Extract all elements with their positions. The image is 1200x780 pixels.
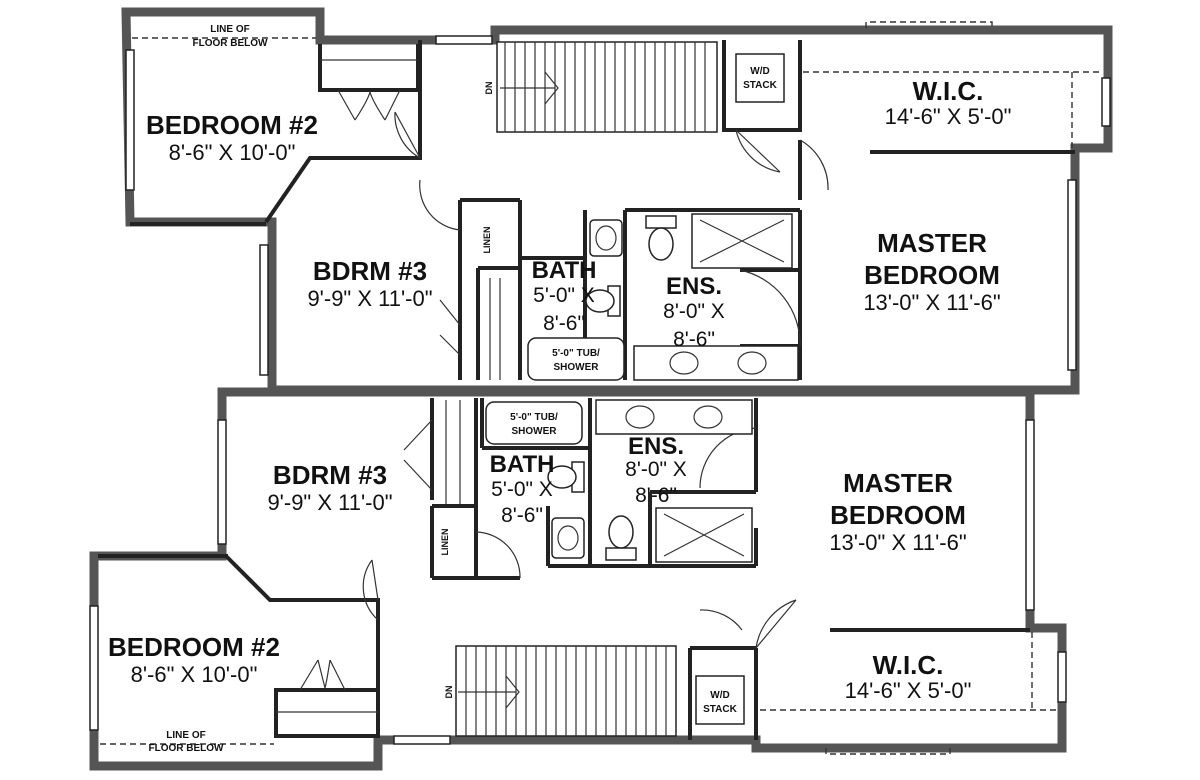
- room-size-master: 13'-0" X 11'-6": [829, 530, 966, 555]
- closet-door-icon: [299, 659, 346, 691]
- shower-icon: [655, 507, 753, 563]
- sink-icon: [589, 219, 623, 257]
- upper-unit: DN W/D STACK LINEN 5'-0" TUB/ SHOWER: [121, 7, 1113, 395]
- tub-label-1: 5'-0" TUB/: [552, 348, 600, 359]
- room-name-bath: BATH: [490, 451, 555, 478]
- linen-label: LINEN: [482, 227, 492, 254]
- stairs[interactable]: [455, 645, 677, 737]
- room-name-bdrm3: BDRM #3: [273, 460, 387, 490]
- vanity-icon: [595, 399, 753, 435]
- room-name-bedroom2: BEDROOM #2: [146, 110, 318, 140]
- room-name-bedroom2: BEDROOM #2: [108, 632, 280, 662]
- door-swing-icon: [699, 599, 797, 649]
- line-floor-label-2: FLOOR BELOW: [149, 743, 225, 754]
- room-name-master-2: BEDROOM: [864, 260, 1000, 290]
- room-size-bdrm3: 9'-9" X 11'-0": [307, 286, 432, 311]
- room-name-ens: ENS.: [628, 433, 684, 460]
- door-swing-icon: [419, 179, 801, 356]
- room-size-bath-2: 8'-6": [543, 312, 585, 335]
- toilet-icon: [547, 461, 585, 493]
- room-size-bath-1: 5'-0" X: [491, 478, 553, 501]
- window: [89, 419, 1067, 745]
- tub-label-2: SHOWER: [554, 362, 600, 373]
- room-size-master: 13'-0" X 11'-6": [863, 290, 1000, 315]
- room-size-bedroom2: 8'-6" X 10'-0": [169, 140, 296, 165]
- shower-icon: [691, 213, 793, 269]
- room-size-bath-1: 5'-0" X: [533, 284, 595, 307]
- vanity-icon: [633, 345, 799, 381]
- room-size-wic: 14'-6" X 5'-0": [845, 678, 972, 703]
- wd-label-2: STACK: [743, 80, 777, 91]
- toilet-icon: [645, 215, 677, 261]
- room-size-bdrm3: 9'-9" X 11'-0": [267, 490, 392, 515]
- room-name-bdrm3: BDRM #3: [313, 256, 427, 286]
- room-name-master-1: MASTER: [843, 468, 953, 498]
- closet-door-icon: [403, 419, 433, 491]
- room-name-master-2: BEDROOM: [830, 500, 966, 530]
- tub-label-1: 5'-0" TUB/: [510, 412, 558, 423]
- room-name-master-1: MASTER: [877, 228, 987, 258]
- sink-icon: [551, 517, 585, 559]
- room-name-ens: ENS.: [666, 273, 722, 300]
- closet-door-icon: [337, 89, 401, 121]
- room-size-ens-2: 8'-6": [635, 484, 677, 507]
- stairs[interactable]: [496, 41, 718, 133]
- room-size-ens-1: 8'-0" X: [663, 300, 725, 323]
- washer-dryer-icon: [695, 675, 745, 725]
- tub-icon: [485, 401, 583, 445]
- wd-label-1: W/D: [750, 66, 769, 77]
- room-name-wic: W.I.C.: [913, 76, 984, 106]
- stair-label: DN: [444, 686, 454, 699]
- washer-dryer-icon: [735, 53, 785, 103]
- room-size-ens-2: 8'-6": [673, 328, 715, 351]
- toilet-icon: [605, 515, 637, 561]
- wd-label-2: STACK: [703, 704, 737, 715]
- tub-label-2: SHOWER: [512, 426, 558, 437]
- room-name-wic: W.I.C.: [873, 650, 944, 680]
- room-size-bedroom2: 8'-6" X 10'-0": [131, 662, 258, 687]
- door-swing-icon: [394, 111, 421, 159]
- linen-label: LINEN: [440, 529, 450, 556]
- room-name-bath: BATH: [532, 257, 597, 284]
- toilet-icon: [585, 285, 621, 317]
- door-swing-icon: [362, 559, 379, 621]
- window: [125, 35, 1111, 376]
- room-size-wic: 14'-6" X 5'-0": [885, 104, 1012, 129]
- wd-label-1: W/D: [710, 690, 729, 701]
- tub-icon: [527, 337, 625, 381]
- stair-label: DN: [484, 82, 494, 95]
- line-floor-label-1: LINE OF: [210, 24, 249, 35]
- line-floor-label-1: LINE OF: [166, 730, 205, 741]
- line-floor-label-2: FLOOR BELOW: [193, 38, 269, 49]
- room-size-bath-2: 8'-6": [501, 504, 543, 527]
- door-swing-icon: [735, 129, 829, 191]
- lower-unit: DN W/D STACK LINEN 5'-0" TUB/ SHOWER: [89, 387, 1067, 771]
- room-size-ens-1: 8'-0" X: [625, 458, 687, 481]
